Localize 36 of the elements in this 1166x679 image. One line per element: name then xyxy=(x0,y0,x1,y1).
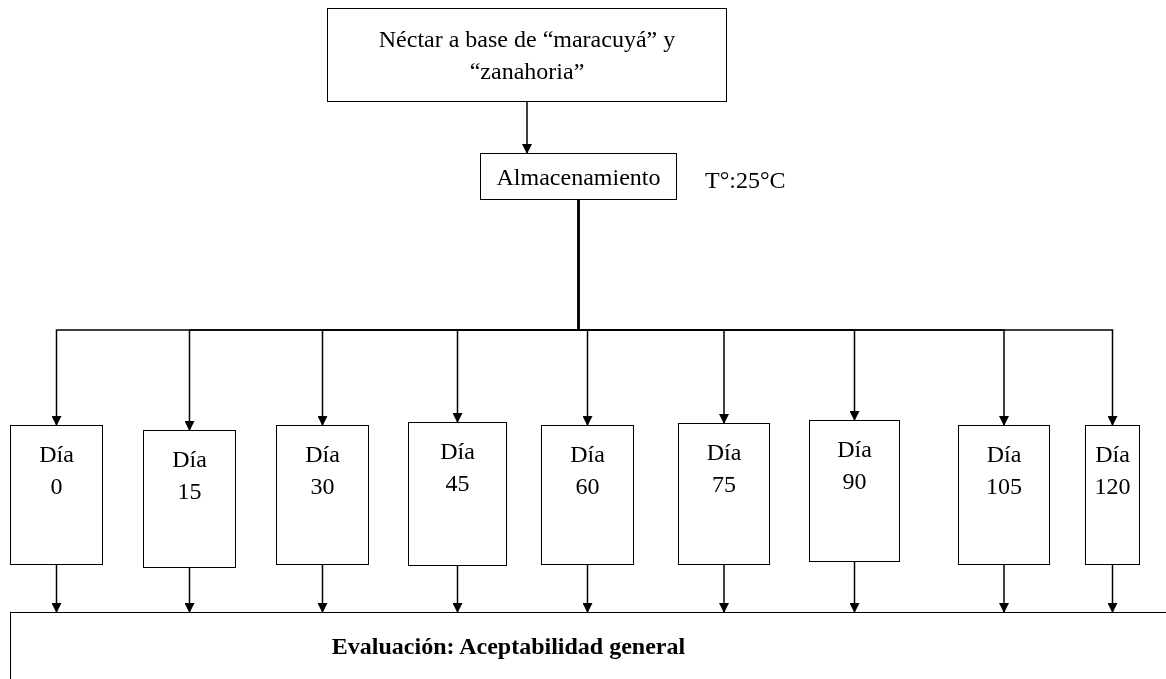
process-box xyxy=(143,430,236,568)
box-label: Día 30 xyxy=(305,440,340,502)
arrow xyxy=(719,564,729,613)
process-box xyxy=(541,425,634,565)
arrow xyxy=(522,101,532,154)
arrow xyxy=(577,199,1118,426)
evaluation-box xyxy=(10,612,1166,679)
arrow xyxy=(999,564,1009,613)
arrow xyxy=(1107,564,1118,613)
box-label: Día 90 xyxy=(837,435,872,497)
box-label: Día 15 xyxy=(172,445,207,507)
box-label: Día 120 xyxy=(1094,440,1131,502)
temperature-note: T°:25°C xyxy=(705,166,786,195)
arrow xyxy=(184,567,195,613)
box-label: Día 75 xyxy=(706,438,742,500)
arrow xyxy=(452,565,463,613)
process-box xyxy=(408,422,507,566)
arrow xyxy=(582,564,593,613)
process-box xyxy=(809,420,900,562)
box-label: Día 45 xyxy=(440,437,475,499)
process-box xyxy=(1085,425,1140,565)
box-label: Día 105 xyxy=(986,440,1022,502)
box-label: Día 60 xyxy=(570,440,605,502)
process-box xyxy=(276,425,369,565)
process-box xyxy=(10,425,103,565)
box-label: Almacenamiento xyxy=(496,162,661,192)
arrow xyxy=(51,564,62,613)
process-box xyxy=(327,8,727,102)
arrow xyxy=(849,561,860,613)
box-label: Evaluación: Aceptabilidad general xyxy=(331,632,687,661)
arrow xyxy=(317,564,328,613)
process-box xyxy=(480,153,677,200)
box-label: Día 0 xyxy=(39,440,74,502)
process-box xyxy=(958,425,1050,565)
process-box xyxy=(678,423,770,565)
box-label: Néctar a base de “maracuyá” y “zanahoria” xyxy=(377,24,677,86)
